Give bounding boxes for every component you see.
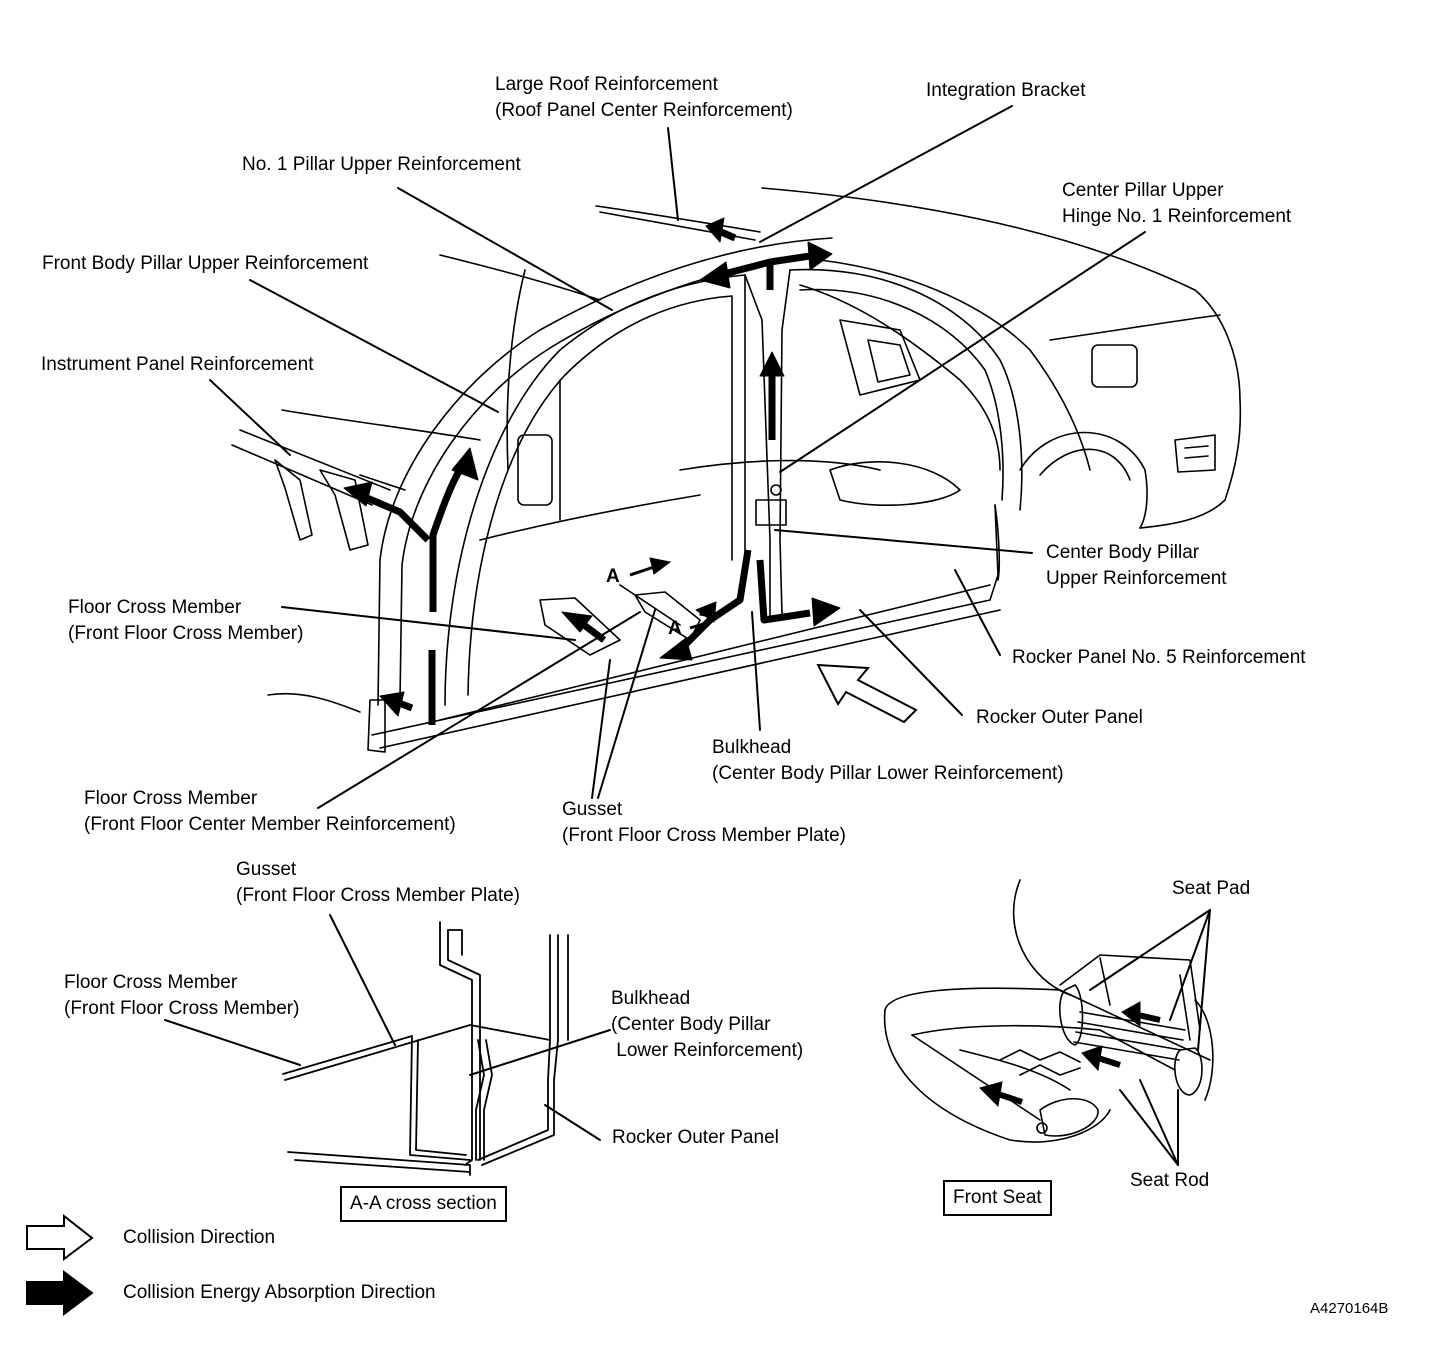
solid-arrow-icon — [26, 1270, 94, 1316]
leader-lines — [164, 105, 1211, 1166]
label-instrument-panel-reinforcement: Instrument Panel Reinforcement — [41, 354, 314, 375]
hollow-arrow-icon — [26, 1213, 94, 1261]
label-no1-pillar-upper-reinforcement: No. 1 Pillar Upper Reinforcement — [242, 154, 521, 175]
cross-section-drawing — [282, 921, 569, 1176]
legend-energy-absorption-direction: Collision Energy Absorption Direction — [123, 1282, 436, 1303]
label-center-body-pillar-upper-reinforcement: Center Body Pillar Upper Reinforcement — [1046, 542, 1227, 589]
label-seat-pad: Seat Pad — [1172, 878, 1251, 899]
label-bulkhead: Bulkhead (Center Body Pillar Lower Reinf… — [712, 737, 1064, 784]
front-seat-title-box: Front Seat — [943, 1180, 1052, 1216]
section-marker-a-top: A — [606, 566, 620, 587]
cross-section-title-box: A-A cross section — [340, 1186, 507, 1222]
car-body-outline — [231, 187, 1242, 753]
section-marker-arrow — [629, 557, 711, 630]
cs-label-floor-cross-member: Floor Cross Member (Front Floor Cross Me… — [64, 972, 300, 1019]
label-floor-cross-member-center: Floor Cross Member (Front Floor Center M… — [84, 788, 456, 835]
cs-label-bulkhead: Bulkhead (Center Body Pillar Lower Reinf… — [611, 988, 804, 1061]
front-seat-drawing — [883, 879, 1214, 1143]
seat-energy-arrows — [979, 1001, 1161, 1108]
section-marker-a-bottom: A — [668, 618, 682, 639]
label-floor-cross-member-front: Floor Cross Member (Front Floor Cross Me… — [68, 597, 304, 644]
label-rocker-outer-panel: Rocker Outer Panel — [976, 707, 1143, 728]
cs-label-gusset: Gusset (Front Floor Cross Member Plate) — [236, 859, 521, 906]
legend-collision-direction: Collision Direction — [123, 1227, 276, 1248]
label-center-pillar-upper-hinge: Center Pillar Upper Hinge No. 1 Reinforc… — [1062, 180, 1292, 227]
figure-code: A4270164B — [1310, 1300, 1389, 1317]
label-large-roof-reinforcement: Large Roof Reinforcement (Roof Panel Cen… — [495, 74, 793, 121]
label-gusset: Gusset (Front Floor Cross Member Plate) — [562, 799, 847, 846]
label-rocker-panel-no5-reinforcement: Rocker Panel No. 5 Reinforcement — [1012, 647, 1306, 668]
energy-absorption-arrows — [343, 217, 841, 725]
label-front-body-pillar-upper-reinforcement: Front Body Pillar Upper Reinforcement — [42, 253, 369, 274]
collision-direction-arrow — [816, 663, 918, 724]
label-seat-rod: Seat Rod — [1130, 1170, 1210, 1191]
cs-label-rocker-outer-panel: Rocker Outer Panel — [612, 1127, 779, 1148]
label-integration-bracket: Integration Bracket — [926, 80, 1086, 101]
